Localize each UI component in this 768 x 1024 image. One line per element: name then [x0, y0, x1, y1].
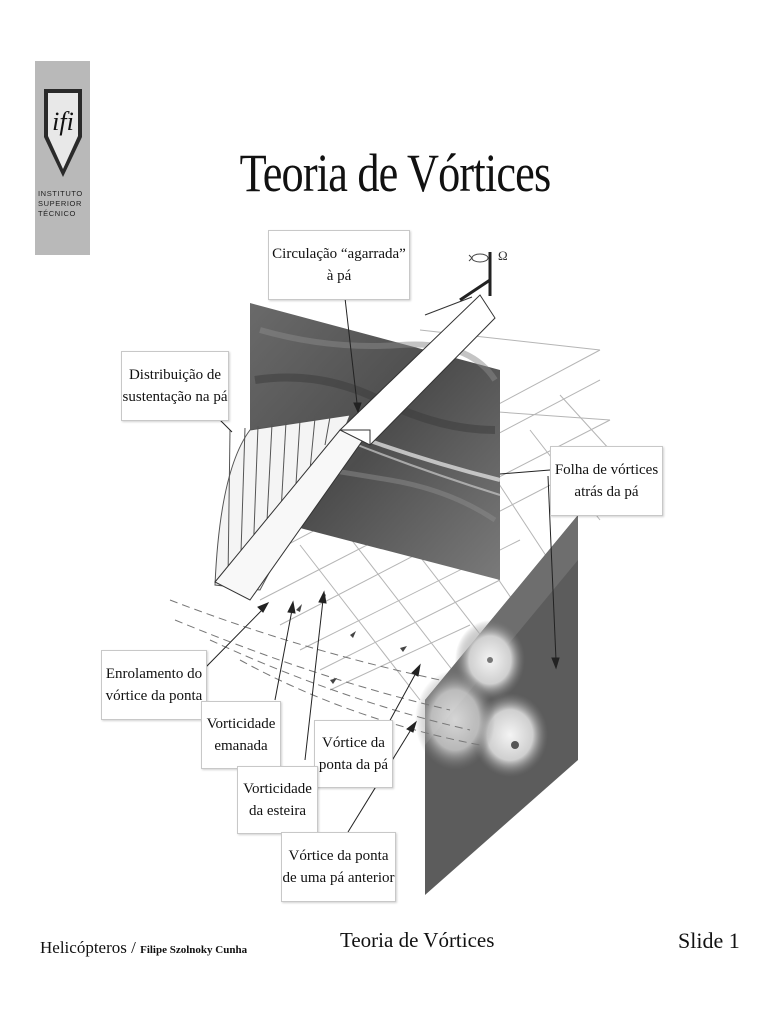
callout-bound-circulation: Circulação “agarrada” à pá: [268, 230, 410, 300]
logo-line-1: INSTITUTO: [38, 189, 83, 198]
callout-shed-vorticity: Vorticidade emanada: [201, 701, 281, 769]
callout-wake-vorticity: Vorticidade da esteira: [237, 766, 318, 834]
footer-author: Filipe Szolnoky Cunha: [140, 944, 248, 956]
callout-previous-blade-tip-vortex: Vórtice da ponta de uma pá anterior: [281, 832, 396, 902]
footer-title: Teoria de Vórtices: [340, 928, 495, 952]
callout-tip-vortex-line-2: ponta da pá: [318, 757, 389, 773]
callout-lift-distribution-line-2: sustentação na pá: [122, 389, 228, 405]
ist-logo: ifi INSTITUTO SUPERIOR TÉCNICO: [35, 61, 90, 255]
rotor-blade: [214, 294, 496, 601]
callout-previous-tip-line-2: de uma pá anterior: [282, 870, 395, 886]
footer-course: Helicópteros / Filipe Szolnoky Cunha: [40, 938, 247, 958]
callout-vortex-sheet: Folha de vórtices atrás da pá: [550, 446, 663, 516]
callout-blade-tip-vortex: Vórtice da ponta da pá: [314, 720, 393, 788]
callout-shed-line-1: Vorticidade: [206, 716, 276, 732]
footer-course-name: Helicópteros /: [40, 938, 141, 957]
callout-bound-circulation-line-2: à pá: [326, 268, 352, 284]
vortex-arrowheads: [296, 594, 407, 684]
callout-vortex-sheet-line-1: Folha de vórtices: [554, 462, 659, 478]
slide-number: Slide 1: [678, 928, 740, 953]
logo-text: INSTITUTO SUPERIOR TÉCNICO: [38, 189, 88, 219]
leader-lines: [204, 297, 560, 833]
callout-bound-circulation-line-1: Circulação “agarrada”: [272, 246, 406, 262]
callout-lift-distribution: Distribuição de sustentação na pá: [121, 351, 229, 421]
shield-icon: ifi: [44, 89, 82, 177]
omega-symbol: Ω: [498, 248, 508, 263]
callout-tip-vortex-rollup: Enrolamento do vórtice da ponta: [101, 650, 207, 720]
rotor-hub: Ω: [459, 248, 508, 302]
callout-rollup-line-1: Enrolamento do: [105, 666, 203, 682]
downstream-plane: [415, 515, 578, 895]
slide-title: Teoria de Vórtices: [239, 143, 552, 203]
callout-tip-vortex-line-1: Vórtice da: [322, 735, 385, 751]
callout-rollup-line-2: vórtice da ponta: [105, 688, 203, 704]
callout-wake-line-1: Vorticidade: [243, 781, 312, 797]
logo-monogram: ifi: [52, 107, 74, 136]
callout-shed-line-2: emanada: [214, 738, 268, 754]
logo-line-2: SUPERIOR: [38, 199, 82, 208]
callout-lift-distribution-line-1: Distribuição de: [128, 367, 222, 383]
callout-vortex-sheet-line-2: atrás da pá: [574, 484, 639, 500]
tip-vortex-paths: [169, 599, 481, 746]
callout-previous-tip-line-1: Vórtice da ponta: [288, 848, 389, 864]
logo-line-3: TÉCNICO: [38, 209, 76, 218]
callout-wake-line-2: da esteira: [248, 803, 307, 819]
